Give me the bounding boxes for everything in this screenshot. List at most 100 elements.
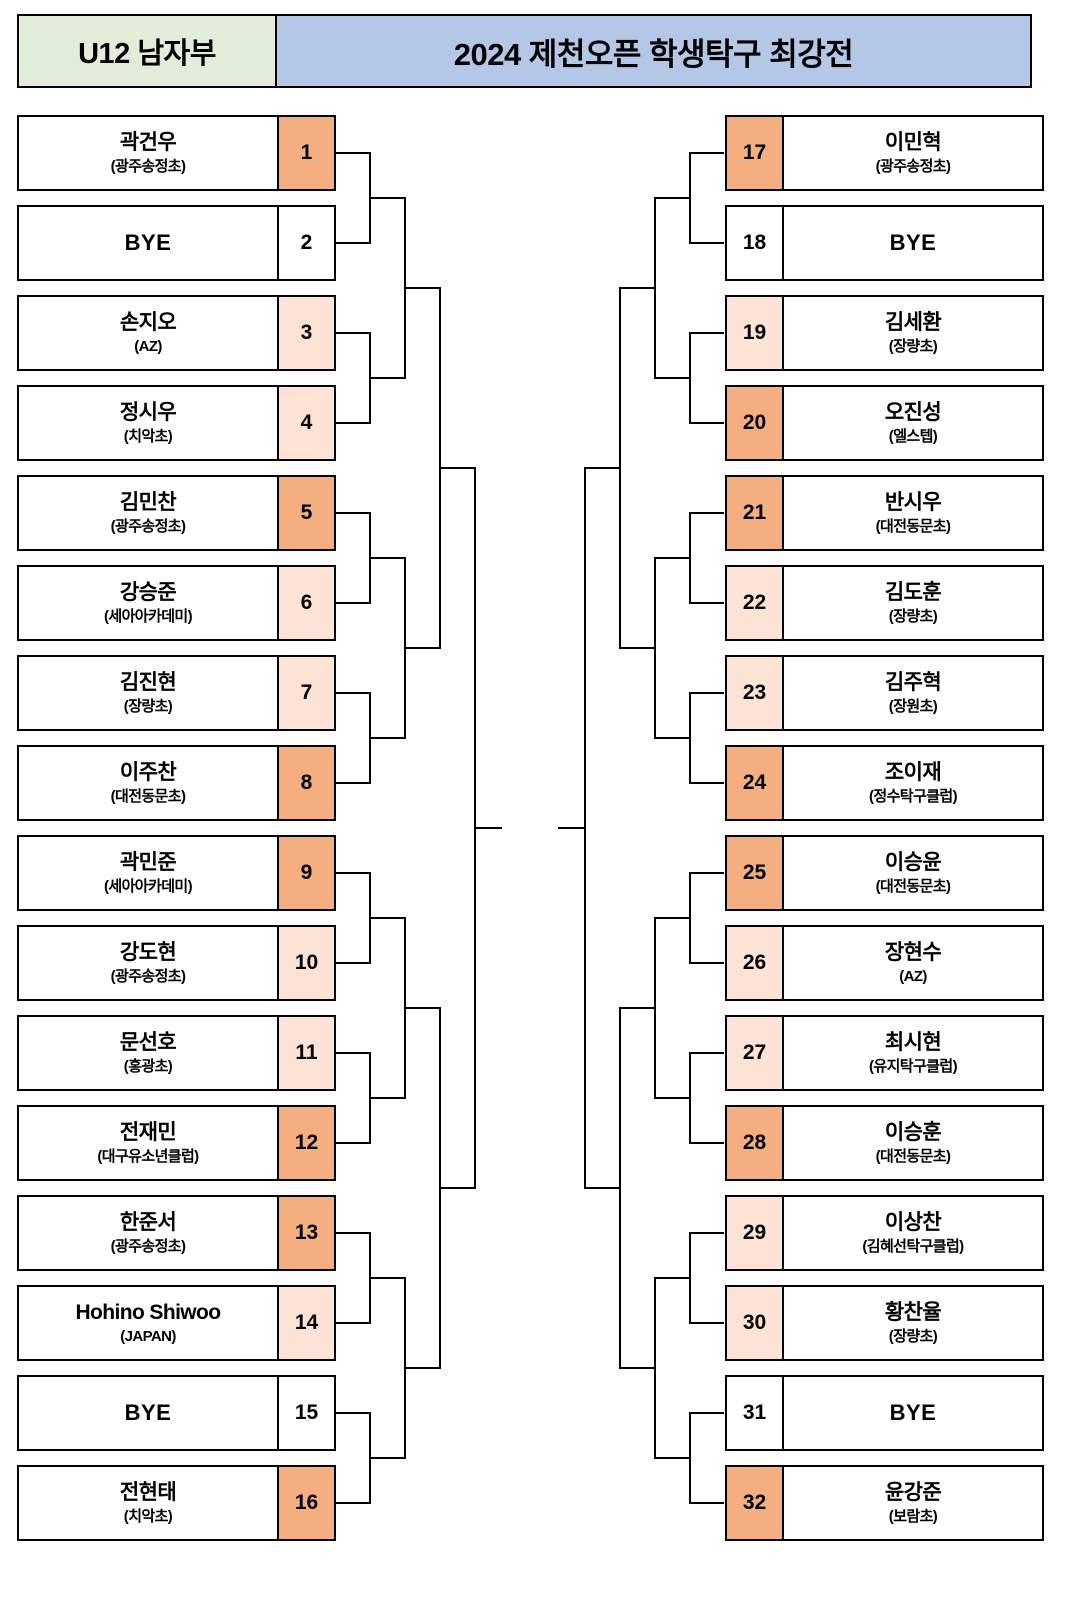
connector-line: [689, 1232, 691, 1322]
seed-number: 21: [727, 477, 784, 549]
connector-line: [654, 197, 689, 199]
player-name: 이주찬: [119, 761, 177, 785]
connector-line: [619, 1007, 654, 1009]
bracket-slot[interactable]: 이주찬 (대전동문초) 8: [17, 745, 336, 821]
connector-line: [406, 1007, 441, 1009]
bracket-slot[interactable]: 손지오(AZ)3: [17, 295, 336, 371]
bracket-slot[interactable]: 김진현(장량초)7: [17, 655, 336, 731]
connector-line: [689, 692, 724, 694]
bracket-slot[interactable]: 곽민준(세아아카데미)9: [17, 835, 336, 911]
seed-number: 9: [277, 837, 334, 909]
connector-line: [336, 872, 371, 874]
bracket-slot[interactable]: 김세환(장량초)19: [725, 295, 1044, 371]
connector-line: [369, 1052, 371, 1142]
seed-number: 31: [727, 1377, 784, 1449]
connector-line: [654, 1277, 656, 1457]
player-info: 곽민준(세아아카데미): [19, 837, 277, 909]
connector-line: [689, 1502, 724, 1504]
player-name: 장현수: [884, 941, 942, 965]
connector-line: [476, 827, 502, 829]
seed-number: 22: [727, 567, 784, 639]
seed-number: 3: [277, 297, 334, 369]
player-club: (광주송정초): [110, 157, 186, 175]
bracket-slot[interactable]: 최시현(유지탁구클럽)27: [725, 1015, 1044, 1091]
connector-line: [654, 197, 656, 377]
connector-line: [371, 197, 406, 199]
player-info: BYE: [19, 207, 277, 279]
bracket-slot[interactable]: 오진성(엘스텝)20: [725, 385, 1044, 461]
player-name: BYE: [889, 1399, 937, 1425]
bracket-slot[interactable]: 김주혁(장원초)23: [725, 655, 1044, 731]
seed-number: 1: [277, 117, 334, 189]
connector-line: [689, 332, 724, 334]
bracket-slot[interactable]: 반시우(대전동문초)21: [725, 475, 1044, 551]
player-info: 한준서(광주송정초): [19, 1197, 277, 1269]
bracket-slot[interactable]: 김도훈(장량초)22: [725, 565, 1044, 641]
connector-line: [619, 287, 621, 647]
bracket-slot[interactable]: 이상찬(김혜선탁구클럽)29: [725, 1195, 1044, 1271]
bracket-slot[interactable]: 전현태(치악초)16: [17, 1465, 336, 1541]
player-info: 김도훈(장량초): [784, 567, 1042, 639]
player-club: (홍광초): [123, 1057, 173, 1075]
bracket-slot[interactable]: 전재민(대구유소년클럽)12: [17, 1105, 336, 1181]
bracket-slot[interactable]: 이민혁(광주송정초)17: [725, 115, 1044, 191]
seed-number: 17: [727, 117, 784, 189]
player-club: (치악초): [123, 427, 173, 445]
player-club: (대전동문초): [875, 517, 951, 535]
connector-line: [404, 917, 406, 1097]
bracket-slot[interactable]: 정시우(치악초)4: [17, 385, 336, 461]
player-name: 한준서: [119, 1211, 177, 1235]
player-info: 최시현(유지탁구클럽): [784, 1017, 1042, 1089]
player-info: 이주찬 (대전동문초): [19, 747, 277, 819]
connector-line: [371, 917, 406, 919]
connector-line: [336, 1502, 371, 1504]
player-club: (광주송정초): [110, 517, 186, 535]
bracket-slot[interactable]: BYE 31: [725, 1375, 1044, 1451]
connector-line: [689, 152, 724, 154]
connector-line: [654, 557, 689, 559]
player-name: 이상찬: [884, 1211, 942, 1235]
player-info: Hohino Shiwoo(JAPAN): [19, 1287, 277, 1359]
player-name: 조이재: [884, 761, 942, 785]
bracket-slot[interactable]: 강도현(광주송정초)10: [17, 925, 336, 1001]
seed-number: 8: [277, 747, 334, 819]
connector-line: [439, 287, 441, 647]
connector-line: [689, 512, 724, 514]
player-club: (엘스텝): [888, 427, 938, 445]
connector-line: [441, 1187, 476, 1189]
bracket-slot[interactable]: 곽건우(광주송정초)1: [17, 115, 336, 191]
bracket-slot[interactable]: Hohino Shiwoo(JAPAN)14: [17, 1285, 336, 1361]
connector-line: [336, 1232, 371, 1234]
bracket-slot[interactable]: 이승훈(대전동문초)28: [725, 1105, 1044, 1181]
bracket-slot[interactable]: 강승준(세아아카데미)6: [17, 565, 336, 641]
player-club: (정수탁구클럽): [869, 787, 958, 805]
seed-number: 6: [277, 567, 334, 639]
player-info: 윤강준(보람초): [784, 1467, 1042, 1539]
player-name: 이승훈: [884, 1121, 942, 1145]
player-name: 이승윤: [884, 851, 942, 875]
bracket-slot[interactable]: 한준서(광주송정초)13: [17, 1195, 336, 1271]
bracket-slot[interactable]: 문선호(홍광초)11: [17, 1015, 336, 1091]
player-name: 윤강준: [884, 1481, 942, 1505]
connector-line: [369, 692, 371, 782]
player-info: 김주혁(장원초): [784, 657, 1042, 729]
bracket-slot[interactable]: 황찬율(장량초)30: [725, 1285, 1044, 1361]
bracket-slot[interactable]: 장현수(AZ)26: [725, 925, 1044, 1001]
bracket-slot[interactable]: 윤강준(보람초)32: [725, 1465, 1044, 1541]
category-badge: U12 남자부: [19, 16, 277, 86]
connector-line: [689, 152, 691, 242]
seed-number: 12: [277, 1107, 334, 1179]
bracket-slot[interactable]: 김민찬(광주송정초)5: [17, 475, 336, 551]
player-club: (대전동문초): [110, 787, 186, 805]
bracket-slot[interactable]: 이승윤(대전동문초)25: [725, 835, 1044, 911]
bracket-header: U12 남자부 2024 제천오픈 학생탁구 최강전: [17, 14, 1032, 88]
connector-line: [369, 872, 371, 962]
bracket-slot[interactable]: 조이재 (정수탁구클럽) 24: [725, 745, 1044, 821]
player-name: BYE: [124, 1399, 172, 1425]
player-name: 황찬율: [884, 1301, 942, 1325]
player-club: (장량초): [888, 607, 938, 625]
seed-number: 24: [727, 747, 784, 819]
